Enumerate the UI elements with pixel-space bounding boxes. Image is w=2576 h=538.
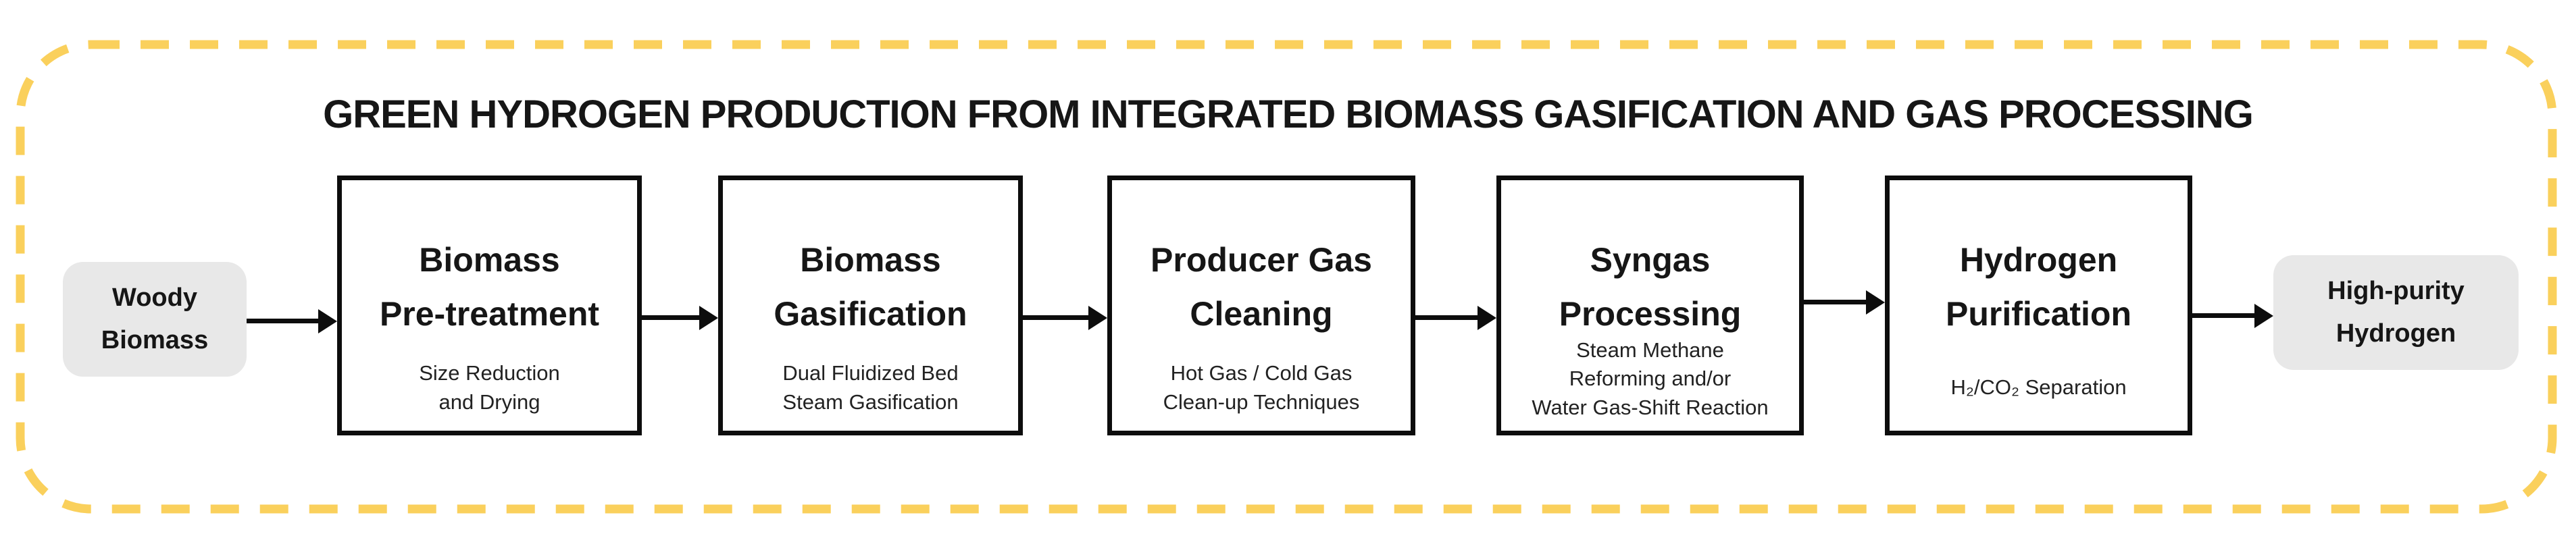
arrow-head-icon bbox=[699, 306, 718, 330]
step-title: Producer Gas Cleaning bbox=[1151, 241, 1372, 333]
flow-arrow-cleaning-to-syngas bbox=[1415, 306, 1496, 330]
flow-arrow-pretreatment-to-gasification bbox=[642, 306, 718, 330]
step-subtitle: Steam Methane Reforming and/or Water Gas… bbox=[1532, 338, 1769, 420]
step-box-syngas-processing: Syngas Processing Steam Methane Reformin… bbox=[1496, 176, 1804, 435]
arrow-head-icon bbox=[318, 309, 337, 333]
flow-arrow-gasification-to-cleaning bbox=[1023, 306, 1107, 330]
input-terminal-woody-biomass: Woody Biomass bbox=[63, 262, 247, 377]
step-title: Biomass Pre-treatment bbox=[379, 241, 600, 333]
step-title: Biomass Gasification bbox=[774, 241, 967, 333]
flow-arrow-syngas-to-purification bbox=[1804, 290, 1885, 315]
output-terminal-high-purity-hydrogen: High-purity Hydrogen bbox=[2273, 255, 2519, 370]
arrow-shaft bbox=[2192, 313, 2257, 318]
output-terminal-label: High-purity Hydrogen bbox=[2327, 277, 2465, 348]
dashed-border-rect bbox=[16, 40, 2557, 514]
step-box-producer-gas-cleaning: Producer Gas Cleaning Hot Gas / Cold Gas… bbox=[1107, 176, 1415, 435]
step-box-biomass-gasification: Biomass Gasification Dual Fluidized Bed … bbox=[718, 176, 1023, 435]
input-terminal-label: Woody Biomass bbox=[101, 284, 209, 354]
step-box-biomass-pretreatment: Biomass Pre-treatment Size Reduction and… bbox=[337, 176, 642, 435]
arrow-head-icon bbox=[1478, 306, 1496, 330]
arrow-head-icon bbox=[1866, 290, 1885, 315]
arrow-shaft bbox=[642, 315, 702, 320]
diagram-title: GREEN HYDROGEN PRODUCTION FROM INTEGRATE… bbox=[323, 92, 2254, 136]
arrow-head-icon bbox=[2254, 304, 2273, 328]
flow-arrow-input-to-pretreatment bbox=[247, 309, 337, 333]
flow-arrow-purification-to-output bbox=[2192, 304, 2273, 328]
arrow-shaft bbox=[1023, 315, 1091, 320]
step-subtitle: Size Reduction and Drying bbox=[419, 361, 560, 414]
step-box-hydrogen-purification: Hydrogen Purification H₂/CO₂ Separation bbox=[1885, 176, 2192, 435]
step-subtitle: Hot Gas / Cold Gas Clean-up Techniques bbox=[1163, 361, 1360, 414]
arrow-head-icon bbox=[1088, 306, 1107, 330]
arrow-shaft bbox=[1415, 315, 1480, 320]
step-subtitle: Dual Fluidized Bed Steam Gasification bbox=[782, 361, 959, 414]
step-title: Syngas Processing bbox=[1559, 241, 1742, 333]
arrow-shaft bbox=[1804, 300, 1869, 304]
arrow-shaft bbox=[247, 319, 321, 323]
step-title: Hydrogen Purification bbox=[1945, 241, 2132, 333]
step-subtitle: H₂/CO₂ Separation bbox=[1950, 375, 2127, 400]
